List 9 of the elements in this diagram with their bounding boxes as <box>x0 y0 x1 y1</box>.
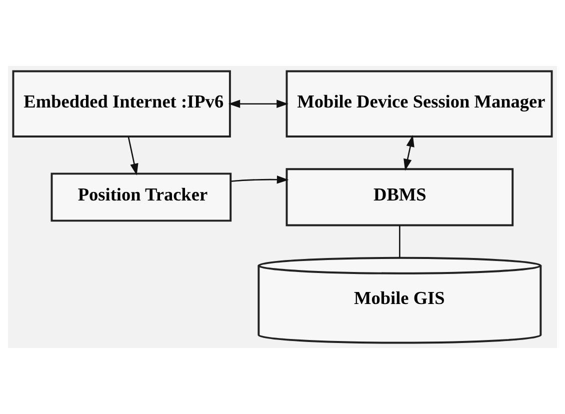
connector <box>399 225 400 258</box>
arrow <box>231 176 289 184</box>
node-box: Embedded Internet :IPv6 <box>12 70 231 138</box>
arrow <box>404 134 414 171</box>
node-box: Position Tracker <box>50 172 232 222</box>
node-box: Mobile Device Session Manager <box>286 70 553 138</box>
arrow <box>128 136 138 176</box>
node-box: DBMS <box>286 168 514 226</box>
arrow <box>228 100 288 108</box>
